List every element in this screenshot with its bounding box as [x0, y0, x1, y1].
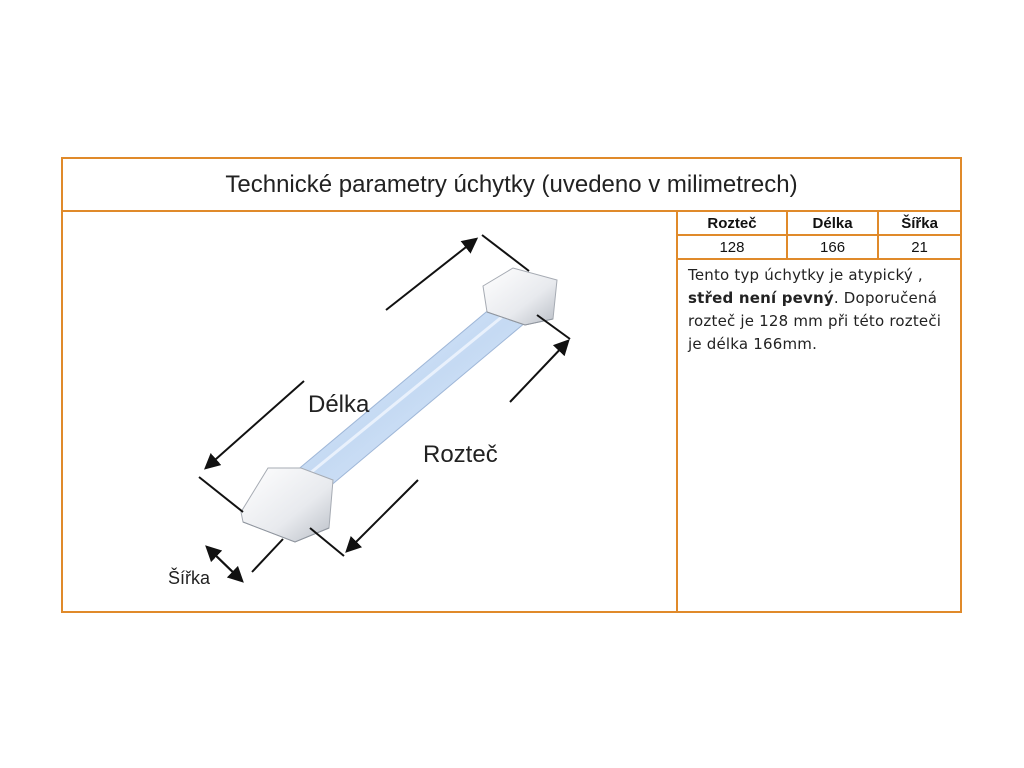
length-dimension: Délka — [198, 234, 530, 513]
parameters-frame: Technické parametry úchytky (uvedeno v m… — [61, 157, 962, 613]
header-width: Šířka — [877, 212, 960, 236]
width-label: Šířka — [168, 567, 211, 588]
header-length: Délka — [785, 212, 880, 236]
description-note: Tento typ úchytky je atypický , střed ne… — [678, 260, 960, 356]
value-length: 166 — [785, 234, 880, 260]
table-header-row: Rozteč Délka Šířka — [678, 212, 960, 236]
value-width: 21 — [877, 234, 960, 260]
spacing-dimension: Rozteč — [309, 314, 571, 557]
table-row: 128 166 21 — [678, 234, 960, 260]
header-spacing: Rozteč — [678, 212, 788, 236]
length-label: Délka — [308, 391, 370, 418]
bottom-end-cap — [240, 467, 334, 543]
parameters-panel: Rozteč Délka Šířka 128 166 21 Tento typ … — [678, 212, 960, 611]
parameters-table: Rozteč Délka Šířka 128 166 21 — [678, 212, 960, 260]
page-title: Technické parametry úchytky (uvedeno v m… — [63, 159, 960, 212]
width-dimension: Šířka — [168, 538, 284, 588]
handle-diagram: Délka Rozteč Šířka — [168, 234, 571, 588]
value-spacing: 128 — [678, 234, 788, 260]
note-text-1: Tento typ úchytky je atypický , — [688, 266, 923, 284]
spacing-label: Rozteč — [423, 441, 498, 468]
note-bold: střed není pevný — [688, 289, 834, 307]
handle-diagram-panel: Délka Rozteč Šířka — [63, 212, 678, 611]
note-text-2: . Doporučená rozteč je 128 mm při této r… — [688, 289, 942, 353]
